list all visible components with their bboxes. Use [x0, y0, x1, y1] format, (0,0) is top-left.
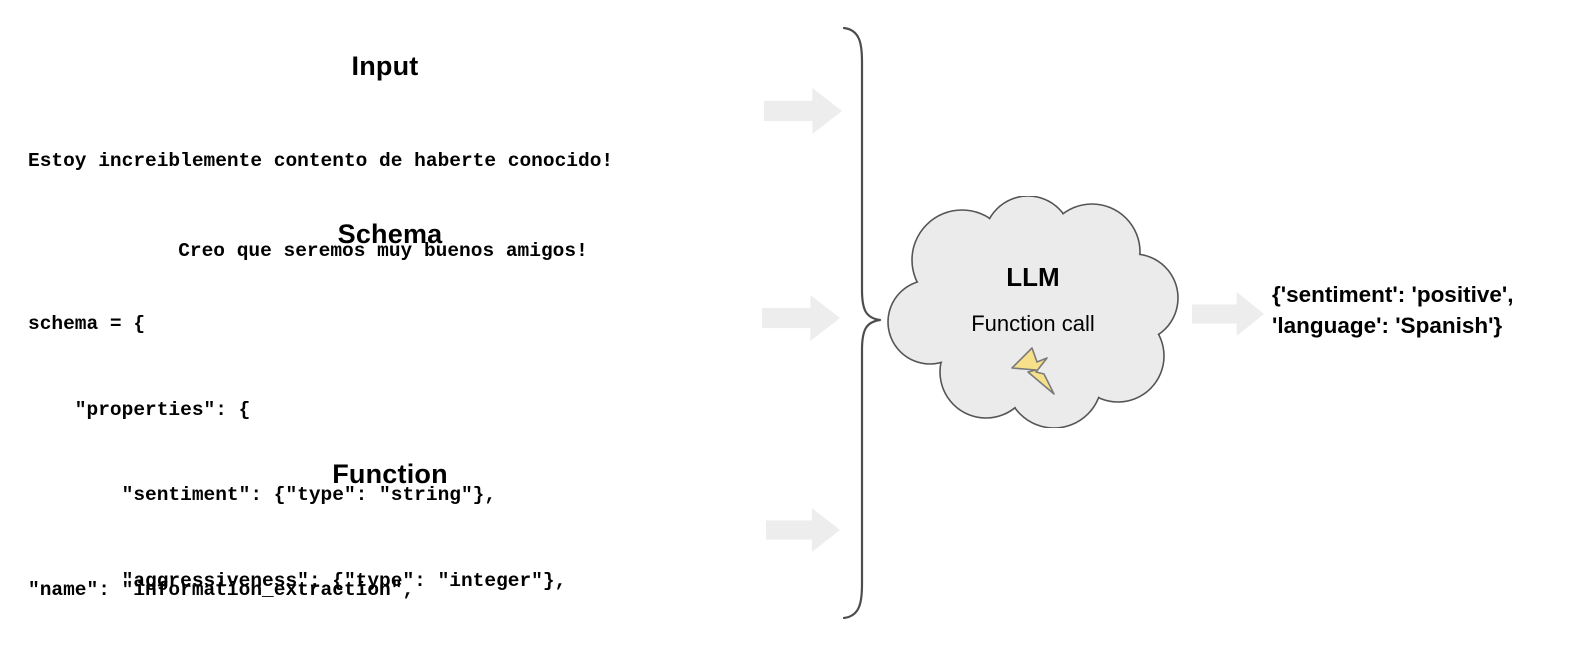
schema-code-block: schema = { "properties": { "sentiment": …: [28, 253, 566, 647]
schema-line: schema = {: [28, 313, 146, 335]
function-code-block: "name": "information_extraction", "descr…: [28, 492, 683, 647]
input-line: Creo que seremos muy buenos amigos!: [178, 240, 588, 262]
output-line: {'sentiment': 'positive',: [1272, 282, 1514, 307]
llm-to-output-arrow-icon: [1192, 292, 1264, 336]
input-section-heading: Input: [351, 51, 419, 81]
schema-line: "aggressiveness": {"type": "integer"},: [28, 569, 567, 592]
output-result-text: {'sentiment': 'positive', 'language': 'S…: [1272, 279, 1572, 341]
input-to-llm-arrow-icon: [764, 88, 842, 134]
schema-line: "properties": {: [28, 398, 251, 421]
function-to-llm-arrow-icon: [766, 508, 840, 552]
llm-subtitle-label: Function call: [971, 311, 1095, 336]
schema-line: "sentiment": {"type": "string"},: [28, 484, 497, 506]
input-line: Estoy increiblemente contento de haberte…: [28, 150, 614, 172]
lightning-bolt-icon: [1011, 347, 1055, 395]
input-text-block: Estoy increiblemente contento de haberte…: [28, 86, 738, 326]
output-line: 'language': 'Spanish'}: [1272, 313, 1503, 338]
llm-title-label: LLM: [1006, 262, 1060, 292]
grouping-brace-icon: [842, 26, 882, 620]
function-line: "name": "information_extraction",: [28, 579, 415, 601]
schema-section-heading: Schema: [337, 219, 443, 249]
function-section-heading: Function: [332, 459, 448, 489]
schema-to-llm-arrow-icon: [762, 295, 840, 341]
